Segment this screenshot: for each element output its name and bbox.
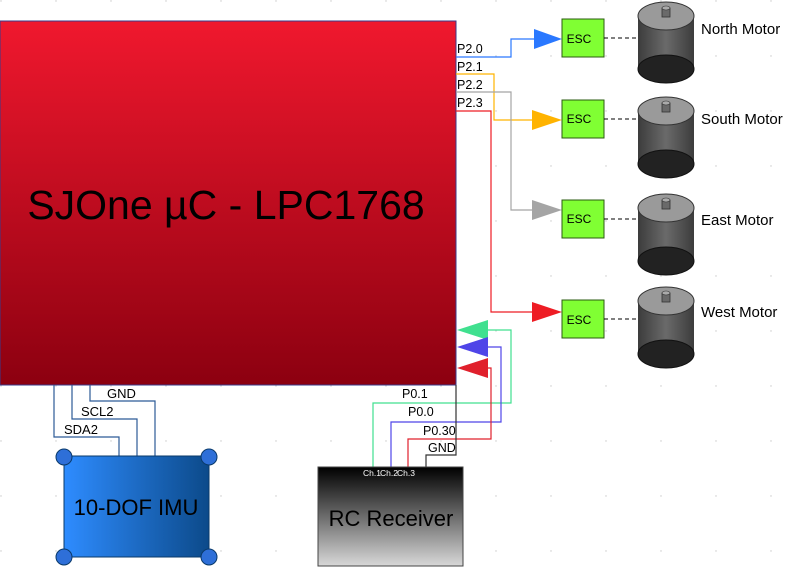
pin-label-p0-0: P0.0 [408, 405, 434, 419]
motor-label-south: South Motor [701, 111, 783, 128]
rc-wires [372, 329, 512, 467]
imu-mount-hole-tr [200, 448, 218, 466]
pin-label-p2-0: P2.0 [457, 42, 483, 56]
pin-label-p2-3: P2.3 [457, 96, 483, 110]
esc-west-label: ESC [567, 313, 592, 327]
pin-label-gnd-rc: GND [428, 441, 456, 455]
motor-west-icon [637, 286, 695, 369]
pin-label-p2-1: P2.1 [457, 60, 483, 74]
wire-ch1-p0-1 [372, 329, 512, 467]
mcu-board: SJOne µC - LPC1768 [0, 20, 457, 386]
motor-label-north: North Motor [701, 21, 780, 38]
rc-channel-1: Ch.1 [363, 468, 381, 478]
imu-pin-sda: SDA2 [64, 422, 98, 437]
motor-north-icon [637, 1, 695, 84]
rc-receiver-body [317, 466, 464, 567]
arrow-east-esc [532, 200, 562, 220]
imu-mount-hole-tl [55, 448, 73, 466]
pin-label-p2-2: P2.2 [457, 78, 483, 92]
esc-north: ESC [561, 18, 605, 58]
imu-mount-hole-bl [55, 548, 73, 566]
motor-east-icon [637, 193, 695, 276]
esc-south: ESC [561, 99, 605, 139]
rc-receiver: Ch.1 Ch.2 Ch.3 RC Receiver [317, 466, 464, 567]
imu-board-body [63, 455, 210, 558]
imu-wires [53, 385, 156, 456]
wire-p2-1-south [456, 73, 534, 121]
wire-ch2-p0-0 [390, 346, 502, 467]
rc-receiver-title: RC Receiver [329, 506, 454, 531]
arrow-ch3-in [457, 358, 488, 378]
wire-ch3-p0-30 [407, 367, 492, 467]
arrow-south-esc [532, 110, 562, 130]
arrow-ch1-in [457, 320, 488, 340]
esc-west: ESC [561, 299, 605, 339]
arrow-ch2-in [457, 337, 488, 357]
pin-label-p0-1: P0.1 [402, 387, 428, 401]
esc-east: ESC [561, 199, 605, 239]
wire-imu-gnd [89, 385, 156, 456]
motor-south-icon [637, 96, 695, 179]
esc-north-label: ESC [567, 32, 592, 46]
arrow-north-esc [534, 29, 562, 49]
arrow-west-esc [532, 302, 562, 322]
esc-east-label: ESC [567, 212, 592, 226]
motor-label-west: West Motor [701, 304, 777, 321]
motor-label-east: East Motor [701, 212, 774, 229]
imu-pin-scl: SCL2 [81, 404, 114, 419]
rc-channel-2: Ch.2 [380, 468, 398, 478]
wire-p2-2-east [456, 91, 534, 211]
wire-imu-sda [53, 385, 120, 456]
motor-wires [456, 38, 536, 313]
wire-p2-3-west [456, 110, 534, 313]
imu-mount-hole-br [200, 548, 218, 566]
wire-p2-0-north [456, 38, 536, 58]
esc-south-label: ESC [567, 112, 592, 126]
imu-board: 10-DOF IMU [55, 448, 218, 566]
rc-channel-3: Ch.3 [397, 468, 415, 478]
imu-pin-gnd: GND [107, 386, 136, 401]
wire-gnd-rc [425, 385, 457, 467]
wire-imu-scl [71, 385, 138, 456]
imu-board-title: 10-DOF IMU [74, 495, 199, 520]
pin-label-p0-30: P0.30 [423, 424, 456, 438]
mcu-board-body [0, 20, 457, 386]
mcu-board-title: SJOne µC - LPC1768 [27, 182, 424, 228]
esc-motor-links [604, 37, 638, 320]
